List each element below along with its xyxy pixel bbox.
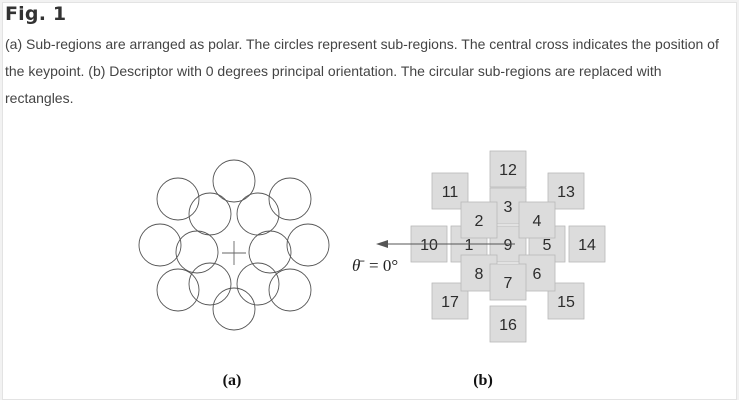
subregion-label-13: 13 bbox=[557, 184, 575, 201]
subregion-label-15: 15 bbox=[557, 294, 575, 311]
keypoint-cross bbox=[222, 241, 246, 265]
subregion-label-6: 6 bbox=[533, 266, 542, 283]
subregion-rect-7: 7 bbox=[489, 263, 527, 301]
subregion-label-10: 10 bbox=[420, 237, 438, 254]
panel-a-label: (a) bbox=[223, 372, 242, 389]
subregion-circle-8 bbox=[156, 177, 200, 221]
subregion-circle-13 bbox=[188, 262, 232, 306]
subregion-label-9: 9 bbox=[504, 237, 513, 254]
figure-title: Fig. 1 bbox=[5, 3, 67, 25]
subregion-label-14: 14 bbox=[578, 237, 596, 254]
subregion-circle-12 bbox=[236, 262, 280, 306]
subregion-label-3: 3 bbox=[504, 199, 513, 216]
panel-b-label: (b) bbox=[473, 372, 493, 389]
subregion-circle-3 bbox=[286, 223, 330, 267]
subregion-circle-5 bbox=[212, 287, 256, 331]
subregion-label-11: 11 bbox=[442, 184, 459, 201]
subregion-circle-9 bbox=[188, 192, 232, 236]
subregion-circle-1 bbox=[212, 159, 256, 203]
subregion-circle-11 bbox=[248, 230, 292, 274]
subregion-circle-2 bbox=[268, 177, 312, 221]
figure-caption: (a) Sub-regions are arranged as polar. T… bbox=[5, 36, 719, 106]
subregion-rect-2: 2 bbox=[460, 201, 498, 239]
panel-b-rect-diagram: 12 11 13 3 10 14 17 15 16 1 9 5 2 4 8 6 7 bbox=[410, 150, 606, 343]
subregion-circle-7 bbox=[138, 223, 182, 267]
subregion-label-1: 1 bbox=[465, 237, 474, 254]
subregion-circle-14 bbox=[175, 230, 219, 274]
subregion-label-17: 17 bbox=[441, 294, 459, 311]
subregion-rect-14: 14 bbox=[568, 225, 606, 263]
subregion-label-12: 12 bbox=[499, 162, 517, 179]
panel-a-polar-diagram bbox=[138, 159, 330, 331]
subregion-label-8: 8 bbox=[475, 266, 484, 283]
subregion-rect-12: 12 bbox=[489, 150, 527, 188]
orientation-symbol: θ̄ bbox=[352, 256, 365, 275]
subregion-label-2: 2 bbox=[475, 213, 484, 230]
subregion-circle-4 bbox=[268, 268, 312, 312]
orientation-value: = 0° bbox=[369, 256, 398, 275]
subregion-label-16: 16 bbox=[499, 317, 517, 334]
subregion-label-7: 7 bbox=[504, 275, 513, 292]
subregion-label-5: 5 bbox=[543, 237, 552, 254]
subregion-rect-16: 16 bbox=[489, 305, 527, 343]
subregion-label-4: 4 bbox=[533, 213, 542, 230]
subregion-circle-10 bbox=[236, 192, 280, 236]
subregion-circle-6 bbox=[156, 268, 200, 312]
subregion-rect-4: 4 bbox=[518, 201, 556, 239]
